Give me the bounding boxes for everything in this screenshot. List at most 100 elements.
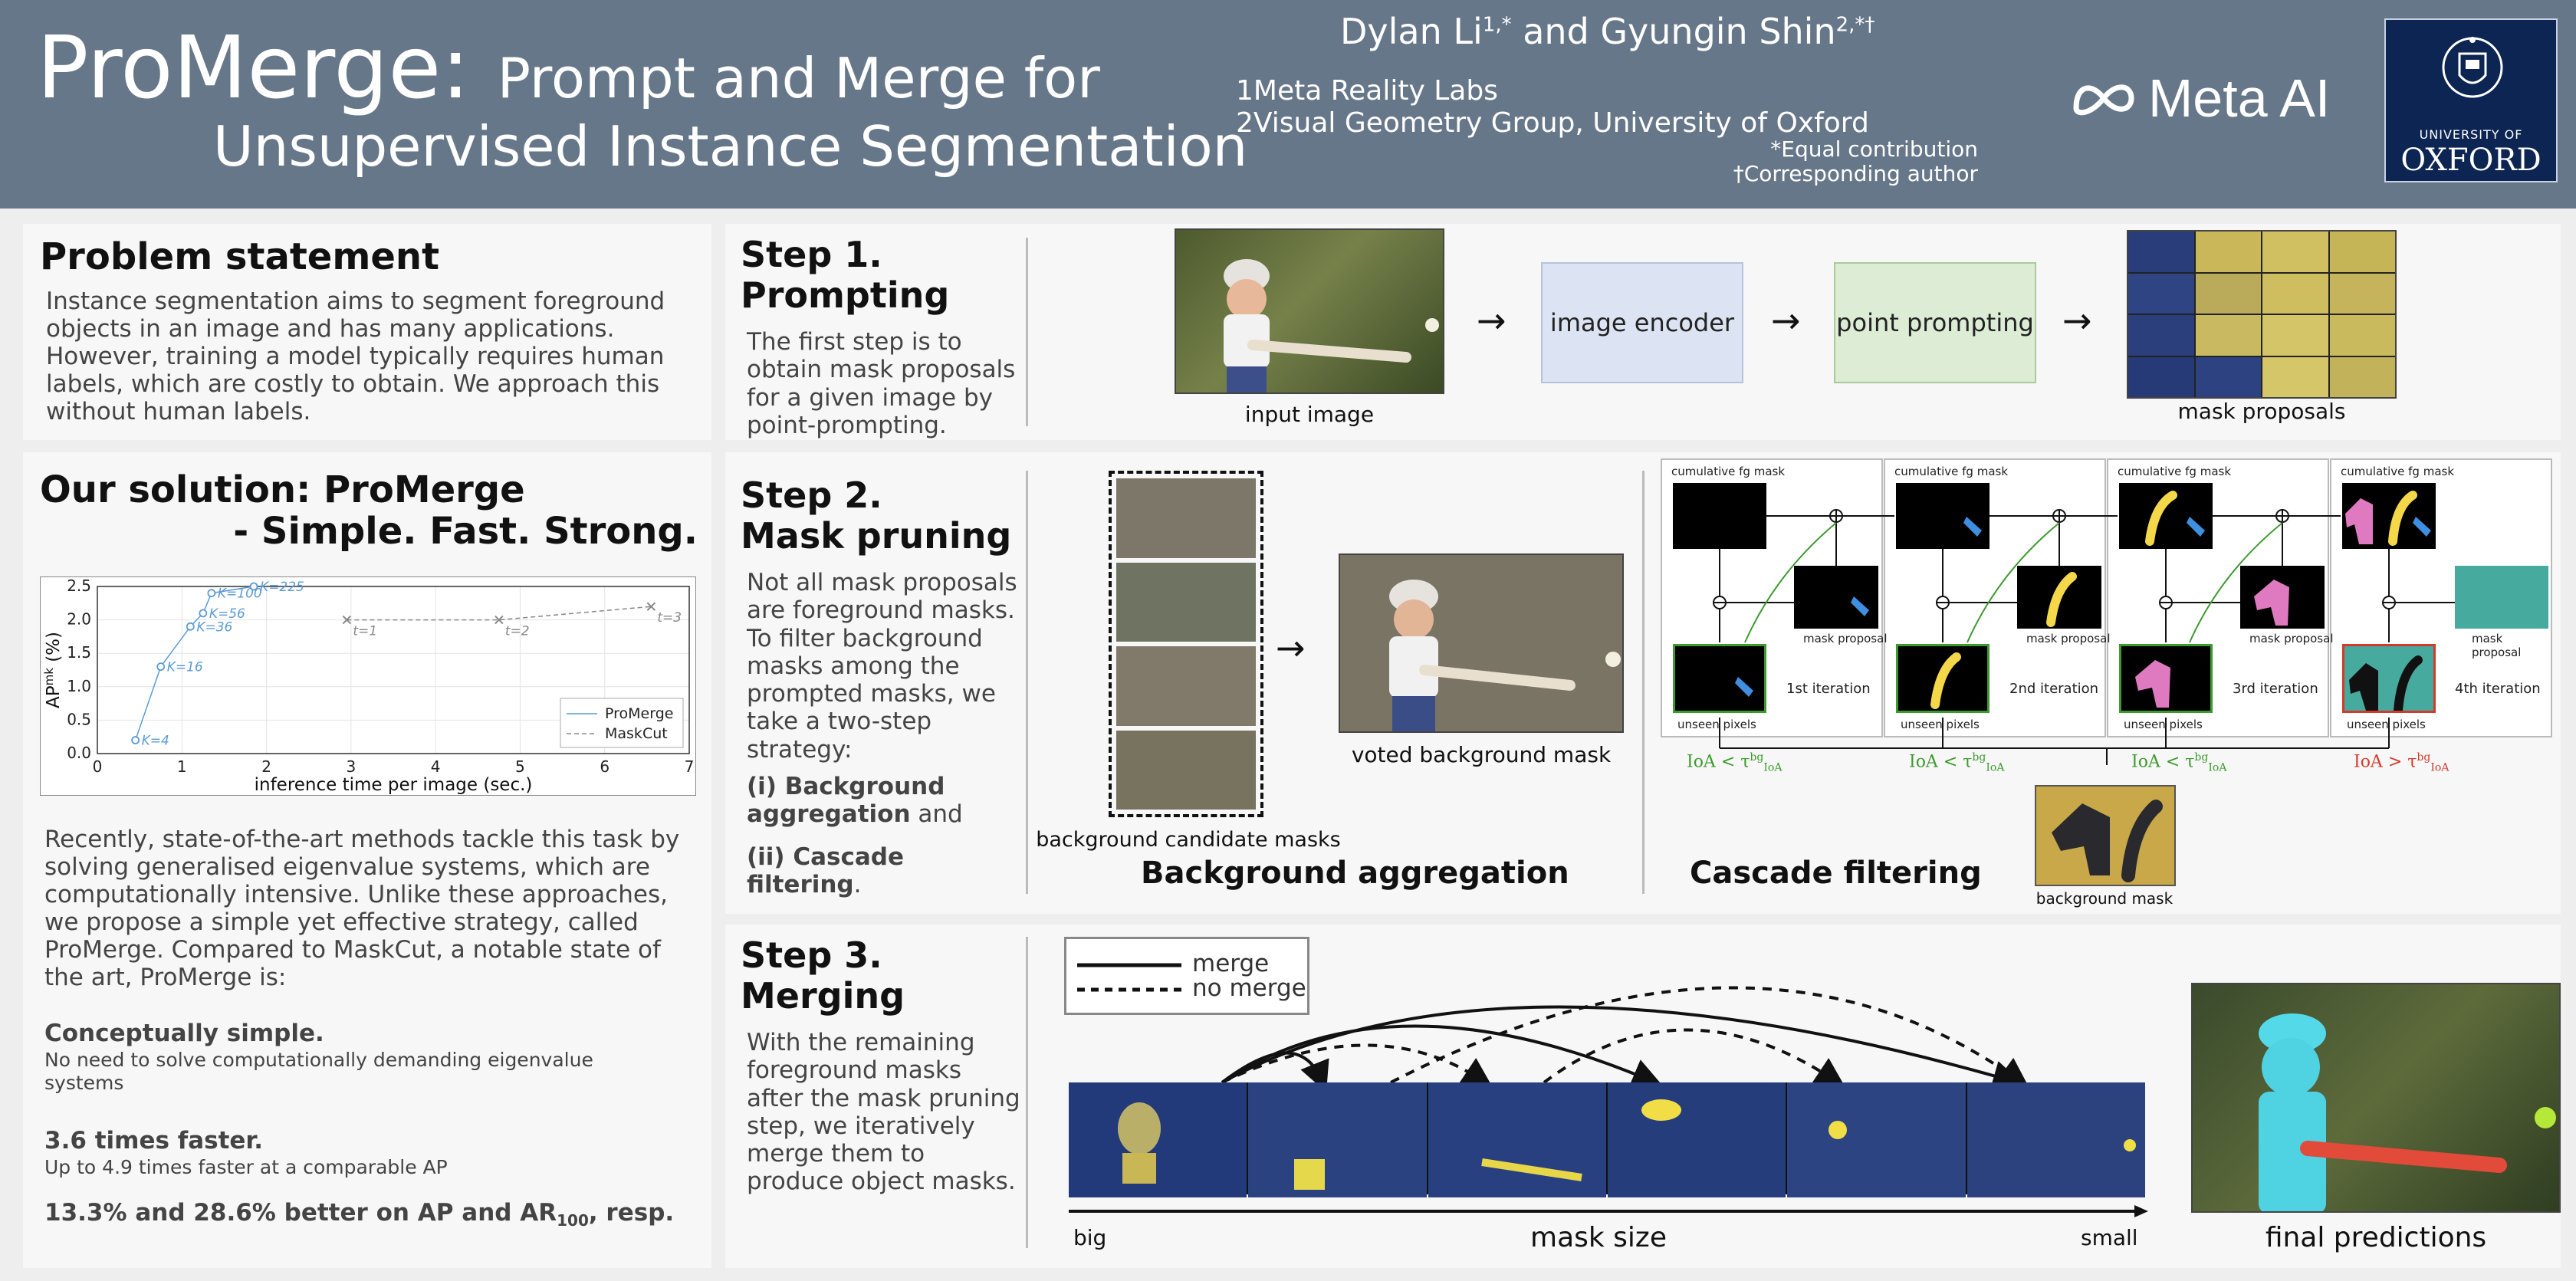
promerge-point (156, 662, 166, 672)
step2-divider-left (1026, 471, 1028, 894)
poster-title: ProMerge: Prompt and Merge for (37, 21, 1100, 116)
ioa-op-1: IoA < (1687, 752, 1736, 772)
step2-divider-right (1642, 471, 1644, 894)
ioa-condition-4: IoA > τbgIoA (2354, 751, 2449, 774)
x-tick-label: 1 (177, 757, 187, 776)
point-better-sub: 100 (557, 1211, 589, 1230)
proposal-1-icon (1851, 596, 1869, 616)
step1-title: Step 1. Prompting (741, 235, 949, 316)
promerge-point (186, 622, 195, 631)
meta-ai-text: Meta AI (2148, 68, 2331, 128)
iteration-label-4: 4th iteration (2455, 681, 2541, 697)
ioa-tau-1: τ (1740, 752, 1750, 772)
author-2: and Gyungin Shin (1511, 11, 1836, 52)
maskcut-point (495, 615, 504, 625)
cum-mask-2-icon (1963, 517, 1982, 537)
unseen-label-1: unseen pixels (1677, 718, 1756, 731)
point-label: K=4 (142, 734, 169, 749)
legend-merge: merge (1192, 950, 1270, 977)
point-better-end: , resp. (588, 1199, 675, 1227)
mask-tile-5-icon (1829, 1121, 1848, 1139)
point-label: t=2 (505, 624, 530, 639)
title-name: ProMerge: (37, 18, 471, 118)
x-tick-label: 7 (685, 757, 695, 776)
unseen-label-4: unseen pixels (2347, 718, 2426, 731)
step1-text: The first step is to obtain mask proposa… (747, 328, 1016, 439)
step3-text: With the remaining foreground masks afte… (747, 1029, 1020, 1196)
point-label: K=100 (218, 586, 262, 602)
step2-text: Not all mask proposals are foreground ma… (747, 569, 1017, 764)
mask-proposals-grid (2127, 230, 2397, 399)
final-predictions-image (2191, 983, 2561, 1213)
point-simple-text: No need to solve computationally demandi… (44, 1049, 593, 1094)
x-tick-label: 0 (93, 757, 103, 776)
maskcut-point (646, 602, 656, 611)
affiliation-2: 2Visual Geometry Group, University of Ox… (1236, 107, 1869, 139)
proposal-tile (2128, 315, 2194, 356)
candidate-mask (1116, 562, 1256, 642)
cascade-filtering-label: Cascade filtering (1690, 856, 1982, 891)
point-label: t=1 (353, 624, 377, 639)
proposal-tile (2195, 273, 2261, 314)
step2-item1-end: and (910, 800, 963, 829)
input-image (1175, 228, 1444, 394)
mask-tile-4-icon (1641, 1099, 1681, 1121)
author-2-sup: 2,*† (1835, 13, 1875, 37)
ioa-sub-3: IoA (2208, 761, 2227, 774)
equal-contribution-note: *Equal contribution (1770, 136, 1978, 162)
problem-title: Problem statement (40, 235, 440, 278)
ioa-sup-4: bg (2417, 751, 2431, 764)
point-label: K=16 (167, 660, 203, 675)
x-tick-label: 3 (346, 757, 356, 776)
ioa-condition-3: IoA < τbgIoA (2131, 751, 2226, 774)
ioa-sup-3: bg (2194, 751, 2209, 764)
step1-title-b: Prompting (741, 274, 950, 316)
proposal-tile (2195, 315, 2261, 356)
solution-paragraph: Recently, state-of-the-art methods tackl… (44, 826, 680, 991)
proposal-label-1: mask proposal (1803, 632, 1888, 645)
unseen-label-3: unseen pixels (2124, 718, 2203, 731)
voted-mask-icon (1389, 580, 1621, 731)
ioa-condition-2: IoA < τbgIoA (1909, 751, 2004, 774)
oxford-crest-icon (2442, 37, 2503, 98)
arrow-to-proposals: → (2062, 300, 2092, 341)
y-tick-label: 1.0 (67, 677, 91, 695)
iteration-label-3: 3rd iteration (2233, 681, 2318, 697)
cum-label-4: cumulative fg mask (2341, 465, 2455, 478)
unseen-mask-1 (1673, 644, 1766, 713)
step3-title-a: Step 3. (741, 934, 882, 976)
step3-title-b: Merging (741, 974, 905, 1017)
cum-label-3: cumulative fg mask (2118, 465, 2232, 478)
step2-item2-end: . (853, 871, 862, 899)
cum-mask-2 (1896, 483, 1990, 549)
arrow-to-encoder: → (1477, 300, 1506, 341)
cum-mask-4-icon (2345, 491, 2431, 546)
final-predictions-caption: final predictions (2265, 1222, 2487, 1253)
mask-tile-1-icon (1118, 1102, 1161, 1184)
proposal-mask-4 (2455, 566, 2548, 629)
image-encoder-box: image encoder (1541, 262, 1743, 383)
step2-title-a: Step 2. (741, 475, 882, 516)
cum-label-2: cumulative fg mask (1894, 465, 2009, 478)
point-label: t=3 (657, 610, 682, 626)
point-simple-title: Conceptually simple. (44, 1020, 324, 1047)
voted-background-caption: voted background mask (1351, 742, 1612, 767)
proposal-tile (2329, 232, 2395, 272)
ioa-sup-2: bg (1972, 751, 1986, 764)
solution-title: Our solution: ProMerge (40, 468, 525, 511)
y-tick-label: 0.5 (67, 710, 91, 728)
candidate-mask (1116, 730, 1256, 810)
arrow-to-prompting: → (1771, 300, 1801, 341)
unseen-mask-4 (2342, 644, 2436, 715)
step2-item1-bold: (i) Background aggregation (747, 773, 945, 829)
affiliation-1: 1Meta Reality Labs (1236, 75, 1498, 107)
y-tick-label: 2.0 (67, 610, 91, 629)
ioa-op-3: IoA < (2131, 752, 2180, 772)
proposal-tile (2128, 232, 2194, 272)
ioa-tau-3: τ (2185, 752, 2195, 772)
step3-divider (1026, 937, 1028, 1248)
oxford-line2: OXFORD (2400, 143, 2542, 178)
chart-x-axis-label: inference time per image (sec.) (255, 775, 533, 795)
